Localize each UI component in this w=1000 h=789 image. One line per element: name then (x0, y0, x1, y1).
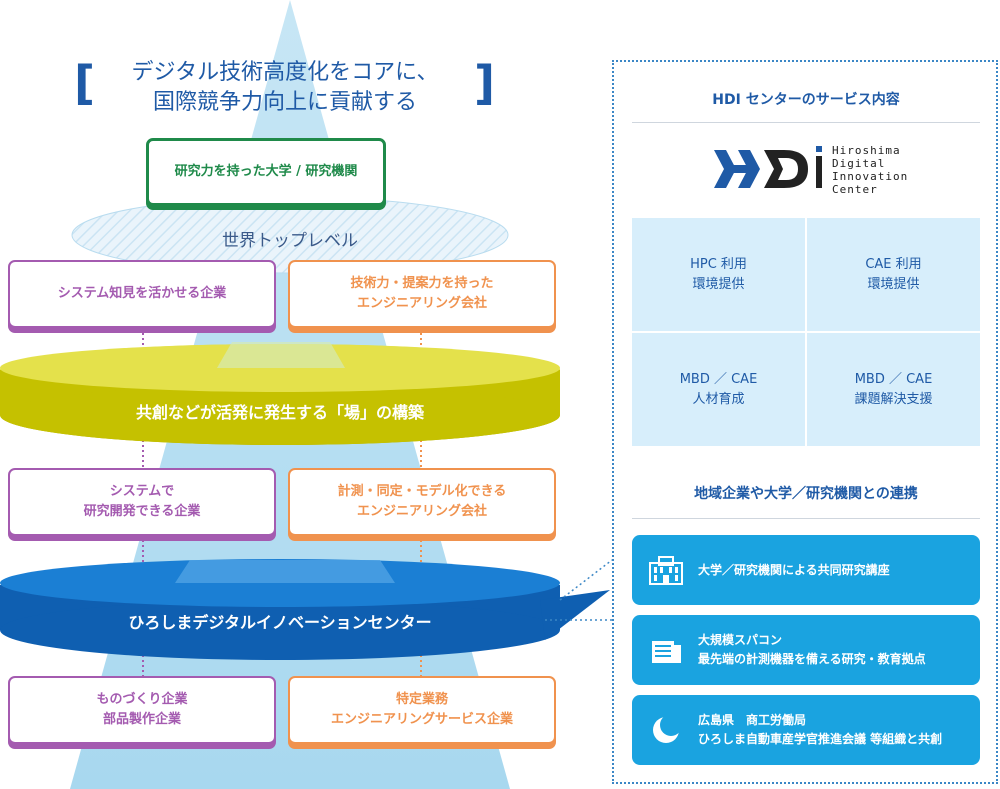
system-rd-line2: 研究開発できる企業 (83, 504, 201, 519)
service-hpc-line1: HPC 利用 (690, 256, 747, 272)
collab-item-3-text: 広島県 商工労働局 ひろしま自動車産学官推進会議 等組織と共創 (698, 711, 942, 749)
manufacturing-line1: ものづくり企業 (96, 692, 188, 707)
services-divider-h (632, 331, 980, 333)
services-title: HDI センターのサービス内容 (712, 92, 900, 108)
service-training: MBD ／ CAE 人材育成 (632, 333, 805, 446)
collab-item-supercomputer: 大規模スパコン 最先端の計測機器を備える研究・教育拠点 (632, 615, 980, 685)
olive-band-label: 共創などが活発に発生する「場」の構築 (135, 403, 424, 422)
university-card-label: 研究力を持った大学 / 研究機関 (174, 164, 358, 179)
measurement-modeling-card: 計測・同定・モデル化できる エンジニアリング会社 (288, 468, 556, 536)
service-solutions-line1: MBD ／ CAE (854, 371, 933, 387)
service-solutions-line2: 課題解決支援 (854, 391, 933, 407)
service-cae-line1: CAE 利用 (865, 256, 922, 272)
blue-band-label: ひろしまデジタルイノベーションセンター (128, 613, 432, 632)
engineering-proposal-card: 技術力・提案力を持った エンジニアリング会社 (288, 260, 556, 328)
collab-item-2-line2: 最先端の計測機器を備える研究・教育拠点 (698, 652, 926, 666)
headline: デジタル技術高度化をコアに、 国際競争力向上に貢献する (100, 58, 470, 118)
server-icon (646, 630, 686, 670)
engineering-service-line2: エンジニアリングサービス企業 (330, 712, 513, 727)
university-card: 研究力を持った大学 / 研究機関 (146, 138, 386, 206)
collab-item-prefecture: 広島県 商工労働局 ひろしま自動車産学官推進会議 等組織と共創 (632, 695, 980, 765)
engineering-proposal-line1: 技術力・提案力を持った (350, 276, 494, 291)
service-solutions: MBD ／ CAE 課題解決支援 (807, 333, 980, 446)
system-rd-card: システムで 研究開発できる企業 (8, 468, 276, 536)
crescent-icon (646, 710, 686, 750)
hdi-logo-icon (714, 146, 822, 188)
collab-item-3-line1: 広島県 商工労働局 (698, 713, 807, 727)
logo-word-3: Innovation (832, 170, 909, 183)
system-rd-line1: システムで (109, 484, 175, 499)
headline-line1: デジタル技術高度化をコアに、 (131, 60, 439, 85)
service-training-line2: 人材育成 (692, 391, 745, 407)
bracket-right: ] (474, 56, 496, 110)
engineering-service-card: 特定業務 エンジニアリングサービス企業 (288, 676, 556, 744)
collab-item-1-text: 大学／研究機関による共同研究講座 (698, 561, 890, 580)
logo-word-1: Hiroshima (832, 144, 901, 157)
collab-title: 地域企業や大学／研究機関との連携 (694, 486, 918, 502)
service-hpc: HPC 利用 環境提供 (632, 218, 805, 331)
olive-band (0, 342, 560, 445)
service-cae-line2: 環境提供 (867, 276, 920, 292)
collab-rule (632, 518, 980, 519)
measurement-modeling-line1: 計測・同定・モデル化できる (337, 484, 507, 499)
world-level-label: 世界トップレベル (222, 231, 358, 251)
engineering-service-line1: 特定業務 (395, 692, 448, 707)
measurement-modeling-line2: エンジニアリング会社 (356, 504, 487, 519)
logo-word-2: Digital (832, 157, 886, 170)
manufacturing-card: ものづくり企業 部品製作企業 (8, 676, 276, 744)
band-layer (0, 333, 613, 678)
service-cae: CAE 利用 環境提供 (807, 218, 980, 331)
system-knowledge-card: システム知見を活かせる企業 (8, 260, 276, 328)
manufacturing-line2: 部品製作企業 (102, 712, 181, 727)
services-rule (632, 122, 980, 123)
logo-word-4: Center (832, 183, 878, 196)
collab-item-1-line1: 大学／研究機関による共同研究講座 (698, 562, 890, 577)
service-training-line1: MBD ／ CAE (679, 371, 758, 387)
headline-line2: 国際競争力向上に貢献する (152, 90, 417, 115)
collab-item-research-course: 大学／研究機関による共同研究講座 (632, 535, 980, 605)
collab-item-2-line1: 大規模スパコン (698, 633, 783, 647)
system-knowledge-label: システム知見を活かせる企業 (57, 286, 227, 301)
blue-band (0, 559, 610, 660)
collab-item-2-text: 大規模スパコン 最先端の計測機器を備える研究・教育拠点 (698, 631, 926, 669)
building-icon (646, 550, 686, 590)
bracket-left: [ (74, 56, 96, 110)
service-hpc-line2: 環境提供 (692, 276, 745, 292)
collab-item-3-line2: ひろしま自動車産学官推進会議 等組織と共創 (698, 732, 943, 746)
hdi-panel (612, 60, 998, 784)
engineering-proposal-line2: エンジニアリング会社 (356, 296, 487, 311)
hdi-logo-text: Hiroshima Digital Innovation Center (832, 144, 908, 196)
